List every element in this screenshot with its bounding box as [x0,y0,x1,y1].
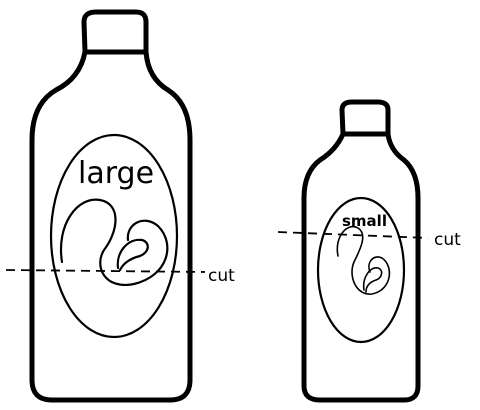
small-bottle-body [304,134,418,400]
large-bottle-body [32,52,190,400]
large-bottle-creature-curl [118,240,148,270]
large-cut-label: cut [208,266,235,286]
small-bottle-label-text: small [342,212,387,230]
large-bottle-cap [84,12,146,52]
large-bottle: large [32,12,190,400]
large-bottle-label-text: large [78,156,154,191]
small-cut-label: cut [434,230,461,250]
large-cut-line [6,270,205,272]
small-bottle: small [304,102,418,400]
large-bottle-creature [61,200,167,285]
small-bottle-cap [342,102,388,134]
small-cut-line [278,232,428,238]
small-bottle-creature-curl [364,268,382,292]
